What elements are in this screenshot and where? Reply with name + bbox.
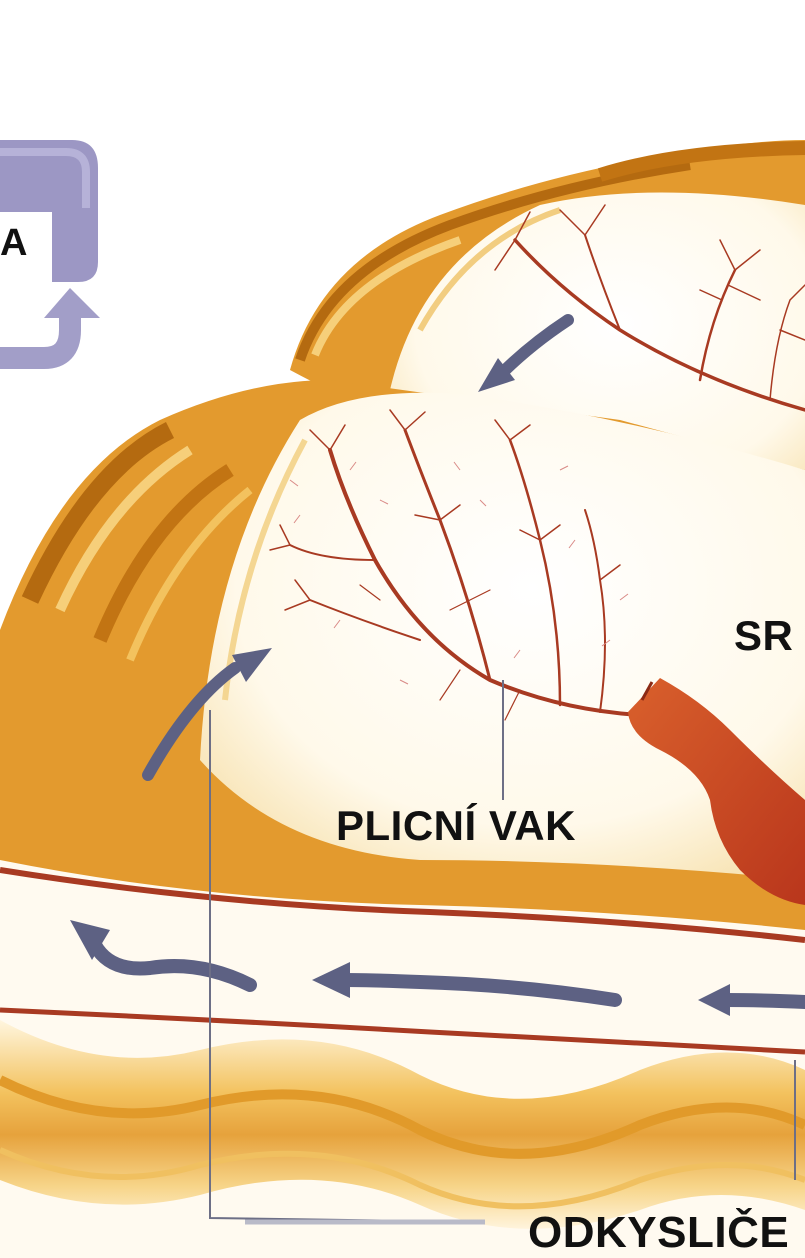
label-oxygenator-partial: ODKYSLIČE bbox=[528, 1208, 789, 1258]
main-lobe bbox=[0, 380, 805, 950]
label-heart-partial: SR bbox=[734, 612, 793, 660]
label-lung-sac: PLICNÍ VAK bbox=[336, 802, 576, 850]
lower-wall bbox=[0, 860, 805, 1258]
label-partial-a: A bbox=[0, 222, 28, 265]
